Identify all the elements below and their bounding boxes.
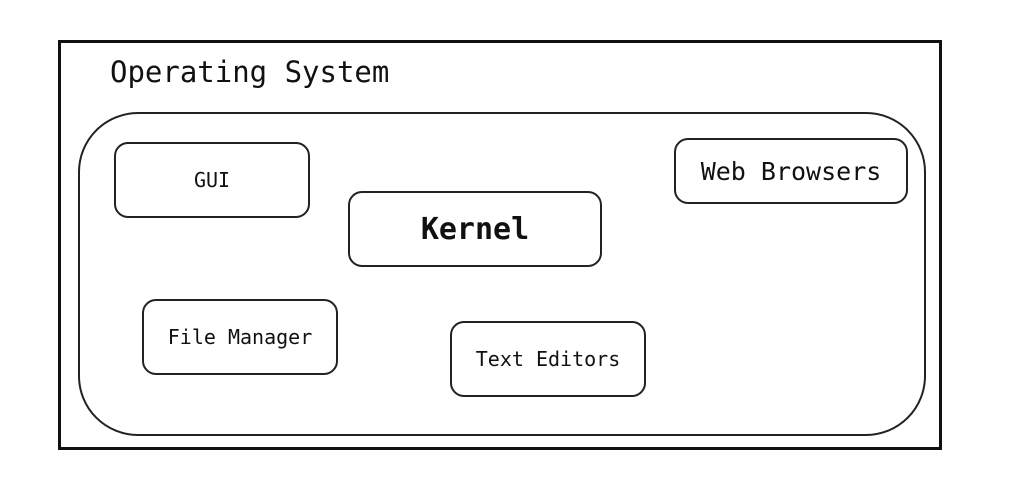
diagram-title: Operating System: [110, 55, 390, 89]
kernel-box: Kernel: [348, 191, 602, 267]
web-browsers-box: Web Browsers: [674, 138, 908, 204]
text-editors-box: Text Editors: [450, 321, 646, 397]
file-manager-box: File Manager: [142, 299, 338, 375]
gui-box: GUI: [114, 142, 310, 218]
operating-system-boundary: [78, 112, 926, 436]
